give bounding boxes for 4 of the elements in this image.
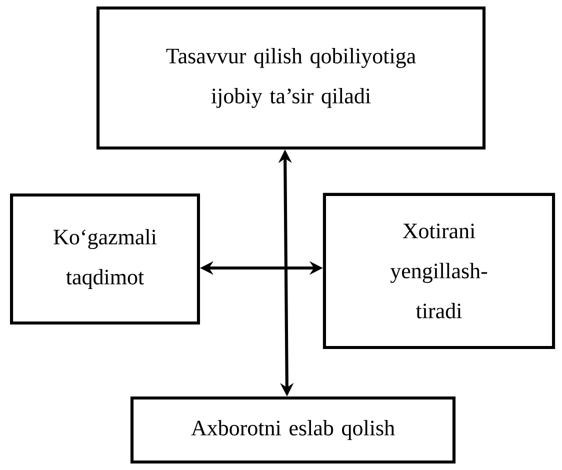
text-box: Ko‘gazmali taqdimot	[10, 193, 200, 325]
text-box: Axborotni eslab qolish	[130, 396, 456, 464]
text-box: Tasavvur qilish qobiliyotiga ijobiy ta’sir qiladi	[96, 6, 486, 150]
text-box: Xotirani yengillash-tiradi	[322, 192, 556, 350]
